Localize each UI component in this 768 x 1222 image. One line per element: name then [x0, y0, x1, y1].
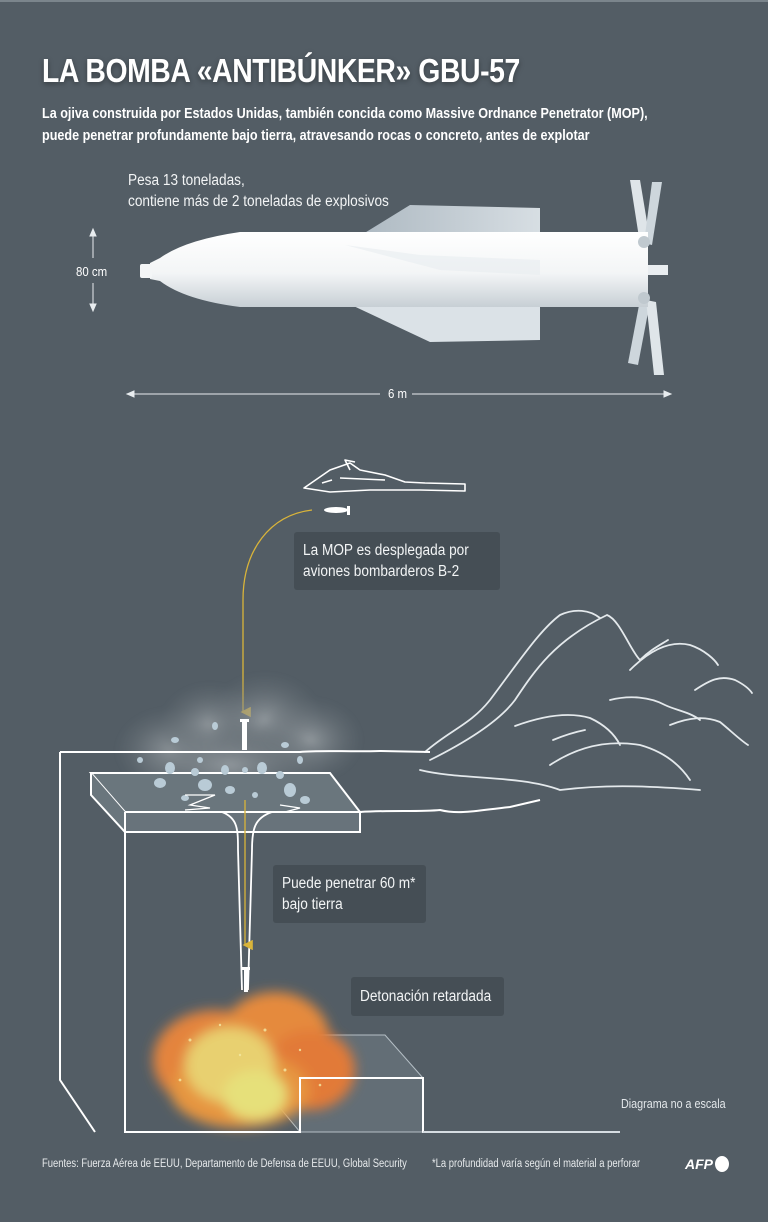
- crack-lines: [184, 794, 301, 813]
- penetration-channel: [221, 811, 273, 991]
- explosion: [153, 992, 355, 1128]
- callout-detonation-text: Detonación retardada: [360, 988, 492, 1005]
- top-border: [0, 0, 768, 2]
- callout-deploy-line-1: La MOP es desplegada por: [303, 542, 469, 559]
- concrete-slab-fill: [126, 813, 359, 831]
- diameter-label: 80 cm: [76, 264, 108, 279]
- b2-bomber-icon: [303, 459, 466, 493]
- callout-detonation: Detonación retardada: [351, 977, 504, 1016]
- trajectory-arrow: [240, 509, 313, 718]
- footer-sources: Fuentes: Fuerza Aérea de EEUU, Departame…: [42, 1158, 407, 1170]
- subtitle-line-2: puede penetrar profundamente bajo tierra…: [42, 127, 590, 144]
- ground-surface: [60, 749, 431, 753]
- debris-rocks: [137, 722, 310, 804]
- length-dimension: [125, 390, 673, 398]
- diameter-dimension: [89, 227, 97, 313]
- callout-deploy-line-2: aviones bombarderos B-2: [303, 563, 460, 580]
- dropped-bomb-icon: [324, 506, 350, 515]
- afp-logo-text: AFP: [685, 1156, 713, 1172]
- bomb-weight-note: Pesa 13 toneladas, contiene más de 2 ton…: [128, 170, 389, 212]
- callout-penetrate: Puede penetrar 60 m* bajo tierra: [273, 865, 426, 923]
- page-title: LA BOMBA «ANTIBÚNKER» GBU-57: [42, 52, 520, 89]
- scale-note: Diagrama no a escala: [621, 1097, 726, 1111]
- weight-line-2: contiene más de 2 toneladas de explosivo…: [128, 193, 389, 210]
- subtitle-line-1: La ojiva construida por Estados Unidas, …: [42, 105, 648, 122]
- afp-logo-dot-icon: [715, 1156, 729, 1172]
- afp-logo: AFP: [685, 1156, 729, 1172]
- callout-penetrate-line-1: Puede penetrar 60 m*: [282, 875, 416, 892]
- callout-penetrate-line-2: bajo tierra: [282, 896, 343, 913]
- length-label: 6 m: [388, 386, 408, 401]
- bomb-illustration: [140, 180, 668, 375]
- explosion-sparks: [178, 1023, 322, 1087]
- mountains-illustration: [419, 609, 753, 791]
- impact-bomb-icon: [240, 719, 249, 750]
- footer-footnote: *La profundidad varía según el material …: [432, 1158, 641, 1170]
- detonation-bomb-icon: [242, 967, 250, 992]
- weight-line-1: Pesa 13 toneladas,: [128, 172, 245, 189]
- page-subtitle: La ojiva construida por Estados Unidas, …: [42, 103, 648, 147]
- callout-deploy: La MOP es desplegada por aviones bombard…: [294, 532, 501, 590]
